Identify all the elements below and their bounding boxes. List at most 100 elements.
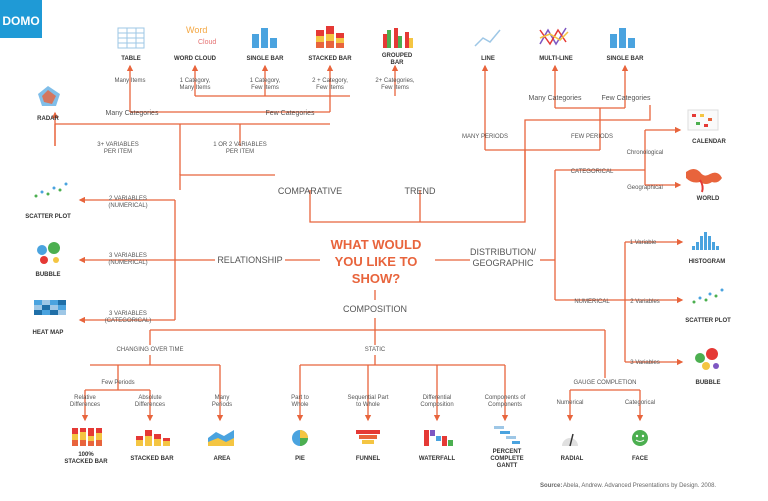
caption-radial: RADIAL bbox=[561, 456, 584, 462]
caption-area: AREA bbox=[213, 456, 231, 462]
bubble-icon-left bbox=[37, 242, 60, 264]
word-cloud-icon: Word Cloud bbox=[186, 25, 216, 46]
scatter-plot-icon-right bbox=[692, 288, 724, 304]
label-numerical: NUMERICAL bbox=[574, 299, 610, 305]
label-differential-2: Composition bbox=[420, 402, 453, 408]
label-1or2-vars-1: 1 OR 2 VARIABLES bbox=[213, 142, 267, 148]
label-part-to-whole-2: Whole bbox=[291, 402, 309, 408]
center-line-2: YOU LIKE TO bbox=[335, 254, 418, 269]
label-2pcat-few-2: Few Items bbox=[381, 85, 409, 91]
label-gauge-completion: GAUGE COMPLETION bbox=[573, 380, 636, 386]
caption-bubble-left: BUBBLE bbox=[36, 272, 61, 278]
label-components-2: Components bbox=[488, 402, 522, 408]
category-relationship: RELATIONSHIP bbox=[217, 255, 282, 265]
caption-word-cloud: WORD CLOUD bbox=[174, 56, 217, 62]
caption-funnel: FUNNEL bbox=[356, 456, 381, 462]
label-3plus-vars-1: 3+ VARIABLES bbox=[97, 142, 138, 148]
label-relative-1: Relative bbox=[74, 395, 96, 401]
caption-single-bar-left: SINGLE BAR bbox=[246, 56, 284, 62]
area-icon bbox=[208, 430, 234, 446]
histogram-icon bbox=[692, 232, 719, 250]
label-absolute-2: Differences bbox=[135, 402, 165, 408]
label-gauge-categorical: Categorical bbox=[625, 400, 655, 406]
table-icon bbox=[117, 27, 145, 49]
label-2cat-few-2: Few Items bbox=[316, 85, 344, 91]
label-many-categories-left: Many Categories bbox=[106, 110, 159, 117]
world-icon bbox=[686, 169, 722, 193]
caption-histogram: HISTOGRAM bbox=[689, 259, 726, 265]
waterfall-icon bbox=[424, 430, 453, 446]
label-gauge-numerical: Numerical bbox=[556, 400, 583, 406]
label-2-variables: 2 Variables bbox=[630, 299, 660, 305]
caption-calendar: CALENDAR bbox=[692, 139, 726, 145]
stacked-bar-icon-top bbox=[316, 26, 344, 48]
label-components-1: Components of bbox=[485, 395, 526, 401]
stacked-bar-icon-bottom bbox=[136, 430, 170, 446]
label-many-categories-right: Many Categories bbox=[529, 95, 582, 102]
label-categorical: CATEGORICAL bbox=[571, 169, 614, 175]
source-prefix: Source: bbox=[540, 483, 562, 489]
category-composition: COMPOSITION bbox=[343, 304, 407, 314]
label-relative-2: Differences bbox=[70, 402, 100, 408]
label-static: STATIC bbox=[365, 347, 386, 353]
label-3plus-vars-2: PER ITEM bbox=[104, 149, 132, 155]
caption-bubble-right: BUBBLE bbox=[696, 380, 721, 386]
label-rel-2vars-2: (NUMERICAL) bbox=[108, 203, 147, 209]
caption-face: FACE bbox=[632, 456, 648, 462]
calendar-icon bbox=[687, 109, 719, 131]
category-comparative: COMPARATIVE bbox=[278, 186, 342, 196]
caption-single-bar-right: SINGLE BAR bbox=[606, 56, 644, 62]
caption-gantt-3: GANTT bbox=[497, 463, 518, 469]
label-rel-3vars-cat-2: (CATEGORICAL) bbox=[105, 318, 152, 324]
logo-text: DOMO bbox=[2, 14, 39, 28]
label-many-periods-comp-1: Many bbox=[215, 395, 230, 401]
label-2pcat-few-1: 2+ Categories, bbox=[375, 78, 415, 84]
category-distribution-line1: DISTRIBUTION/ bbox=[470, 247, 537, 257]
caption-stacked-bar-bottom: STACKED BAR bbox=[130, 456, 174, 462]
label-1cat-many-1: 1 Category, bbox=[180, 78, 211, 84]
category-trend: TREND bbox=[405, 186, 436, 196]
label-differential-1: Differential bbox=[423, 395, 452, 401]
grouped-bar-icon bbox=[383, 28, 413, 48]
radial-gauge-icon bbox=[562, 433, 578, 447]
connector-trend-branch bbox=[309, 105, 651, 223]
gantt-icon bbox=[494, 426, 520, 444]
caption-100-stacked-1: 100% bbox=[78, 452, 94, 458]
label-few-periods: FEW PERIODS bbox=[571, 134, 613, 140]
caption-grouped-bar-1: GROUPED bbox=[382, 53, 413, 59]
label-few-categories-right: Few Categories bbox=[601, 95, 651, 102]
category-distribution-line2: GEOGRAPHIC bbox=[472, 258, 534, 268]
heat-map-icon bbox=[34, 300, 66, 315]
label-3-variables: 3 Variables bbox=[630, 360, 660, 366]
caption-multi-line: MULTI-LINE bbox=[539, 56, 573, 62]
label-few-categories-left: Few Categories bbox=[265, 110, 315, 117]
caption-scatter-plot-right: SCATTER PLOT bbox=[685, 318, 731, 324]
label-rel-3vars-num-1: 3 VARIABLES bbox=[109, 253, 147, 259]
label-rel-3vars-num-2: (NUMERICAL) bbox=[108, 260, 147, 266]
label-1cat-few-2: Few Items bbox=[251, 85, 279, 91]
multi-line-icon bbox=[539, 27, 569, 46]
svg-text:Cloud: Cloud bbox=[198, 39, 216, 46]
face-icon bbox=[632, 430, 648, 446]
label-absolute-1: Absolute bbox=[138, 395, 162, 401]
label-geographical: Geographical bbox=[627, 185, 663, 191]
funnel-icon bbox=[356, 430, 380, 444]
domo-logo: DOMO bbox=[0, 0, 42, 38]
label-part-to-whole-1: Part to bbox=[291, 395, 309, 401]
caption-scatter-plot-left: SCATTER PLOT bbox=[25, 214, 71, 220]
label-rel-2vars-1: 2 VARIABLES bbox=[109, 196, 147, 202]
center-line-1: WHAT WOULD bbox=[331, 237, 422, 252]
source-text: Abela, Andrew. Advanced Presentations by… bbox=[563, 483, 716, 489]
pie-icon bbox=[292, 430, 308, 446]
center-line-3: SHOW? bbox=[352, 271, 400, 286]
center-question: WHAT WOULD YOU LIKE TO SHOW? bbox=[331, 237, 422, 286]
label-1cat-many-2: Many Items bbox=[179, 85, 210, 91]
caption-grouped-bar-2: BAR bbox=[391, 60, 405, 66]
caption-line: LINE bbox=[481, 56, 495, 62]
single-bar-icon-right bbox=[610, 28, 635, 48]
caption-heat-map: HEAT MAP bbox=[33, 330, 64, 336]
caption-world: WORLD bbox=[697, 196, 720, 202]
caption-pie: PIE bbox=[295, 456, 305, 462]
single-bar-icon-left bbox=[252, 28, 277, 48]
